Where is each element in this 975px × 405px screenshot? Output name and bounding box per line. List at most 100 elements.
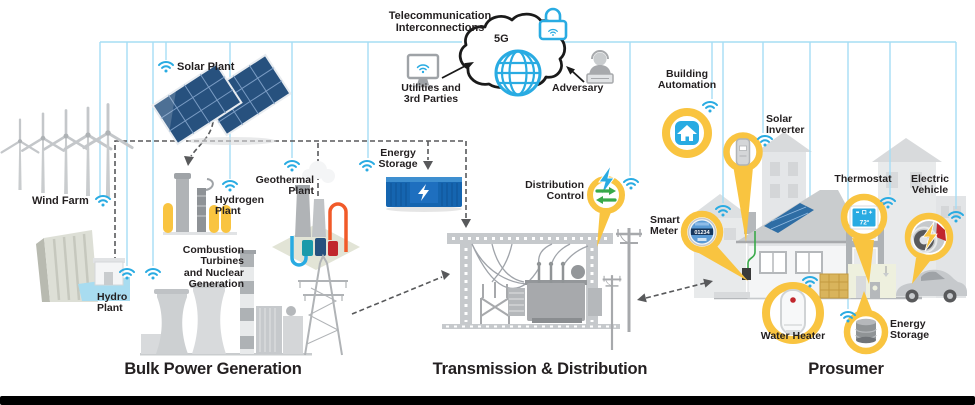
label-hydrogen-plant: Hydrogen Plant: [215, 194, 265, 218]
service-wire: [747, 231, 756, 268]
label-electric-vehicle: Electric Vehicle: [894, 173, 966, 197]
power-flow-arrowheads: [184, 156, 713, 303]
water-heater-pin: [762, 282, 824, 344]
label-building-automation: Building Automation: [635, 68, 739, 92]
label-line: Smart: [650, 214, 680, 226]
label-combustion-nuclear: Combustion Turbines and Nuclear Generati…: [158, 244, 244, 290]
smart-meter-pin: 01234: [680, 210, 748, 281]
building-automation-pin: [662, 108, 712, 158]
wifi-icon: [221, 179, 239, 193]
label-distribution-control: Distribution Control: [498, 179, 584, 203]
thermostat-temp: 72°: [860, 219, 870, 227]
section-transmission-distribution: Transmission & Distribution: [432, 360, 648, 378]
label-line: Storage: [890, 329, 930, 342]
label-line: Hydro: [97, 291, 128, 303]
label-line: Combustion: [182, 244, 244, 256]
water-heater-icon: [780, 289, 806, 335]
lightning-icon: [598, 164, 615, 197]
wind-farm-illustration: [0, 103, 134, 199]
thermostat-pin: 72°: [840, 193, 888, 284]
double-arrow-icon: [595, 187, 617, 204]
label-line: Plant: [288, 185, 314, 198]
label-line: Plant: [97, 302, 123, 315]
label-line: Control: [546, 190, 584, 203]
smart-meter-icon: 01234: [687, 217, 717, 247]
transmission-tower-illustration: [298, 253, 348, 356]
geothermal-plant-illustration: [272, 161, 360, 270]
label-line: Building: [666, 68, 708, 80]
meter-box: [742, 268, 751, 280]
label-line: and Nuclear: [183, 266, 244, 279]
label-hydro-plant: Hydro Plant: [97, 291, 128, 315]
cloud-5g: [458, 7, 568, 97]
rooftop-solar-panel: [764, 203, 814, 233]
label-line: Solar: [766, 113, 793, 125]
wifi-icon: [622, 177, 640, 191]
wifi-icon: [701, 100, 719, 114]
section-bulk-power-generation: Bulk Power Generation: [124, 360, 302, 378]
globe-icon: [494, 49, 542, 97]
label-line: Interconnections: [395, 21, 485, 34]
label-energy-storage-prosumer: Energy Storage: [890, 318, 930, 342]
ev-wheel-icon: [910, 221, 946, 254]
label-line: Telecommunication: [388, 10, 492, 22]
nuclear-plant-illustration: [140, 250, 312, 356]
label-line: Distribution: [525, 179, 584, 191]
label-line: Meter: [650, 225, 679, 238]
label-solar-plant: Solar Plant: [177, 61, 235, 73]
label-line: Electric: [911, 173, 949, 185]
meter-reading: 01234: [694, 230, 710, 236]
label-line: Hydrogen: [215, 194, 265, 206]
solar-inverter-pin: [723, 132, 763, 242]
garage-door: [819, 273, 849, 299]
label-thermostat: Thermostat: [834, 173, 892, 185]
utilities-monitor-icon: [406, 53, 440, 88]
label-geothermal-plant: Geothermal Plant: [248, 174, 314, 198]
home-icon: [677, 125, 697, 141]
battery-cylinder-icon: [855, 318, 877, 344]
home-energy-storage-pin: [843, 291, 889, 355]
label-utilities: Utilities and 3rd Parties: [394, 82, 468, 106]
label-wind-farm: Wind Farm: [32, 195, 89, 207]
wifi-icon: [157, 60, 175, 74]
label-line: Vehicle: [911, 184, 949, 197]
label-line: Inverter: [766, 124, 805, 137]
label-energy-storage-bulk: Energy Storage: [368, 147, 428, 171]
inverter-icon: [735, 138, 751, 166]
label-adversary: Adversary: [552, 82, 604, 94]
lightning-icon: [922, 221, 938, 252]
label-line: Plant: [215, 205, 241, 218]
cloud-arrows: [441, 62, 585, 83]
telecom-network-lines: [99, 41, 957, 309]
label-telecom-interconnections: Telecommunication Interconnections: [378, 10, 502, 35]
label-line: Energy: [890, 318, 926, 330]
label-line: 3rd Parties: [403, 93, 459, 106]
label-solar-inverter: Solar Inverter: [766, 113, 805, 137]
label-line: Turbines: [200, 255, 244, 268]
label-line: Storage: [378, 158, 418, 171]
label-line: Geothermal: [255, 174, 314, 186]
label-5g: 5G: [494, 33, 509, 45]
solar-plant-illustration: [151, 54, 292, 145]
electric-vehicle-pin: [904, 212, 954, 284]
wifi-icon: [94, 194, 112, 208]
distribution-control-pin: [587, 164, 625, 247]
section-prosumer: Prosumer: [808, 360, 884, 378]
hydrogen-plant-illustration: [163, 173, 237, 235]
bottom-border-bar: [0, 396, 975, 405]
label-water-heater: Water Heater: [760, 330, 826, 342]
thermostat-icon: 72°: [849, 205, 879, 230]
lock-icon: [538, 7, 568, 41]
electric-car-illustration: [896, 269, 967, 303]
label-line: Automation: [657, 79, 717, 92]
adversary-icon: [586, 50, 614, 84]
label-line: Utilities and: [401, 82, 461, 94]
label-line: Generation: [188, 277, 244, 290]
label-smart-meter: Smart Meter: [650, 214, 680, 238]
wifi-icon: [283, 159, 301, 173]
label-line: Energy: [380, 147, 416, 159]
hydro-plant-illustration: [36, 230, 130, 302]
substation-illustration: [442, 233, 620, 329]
